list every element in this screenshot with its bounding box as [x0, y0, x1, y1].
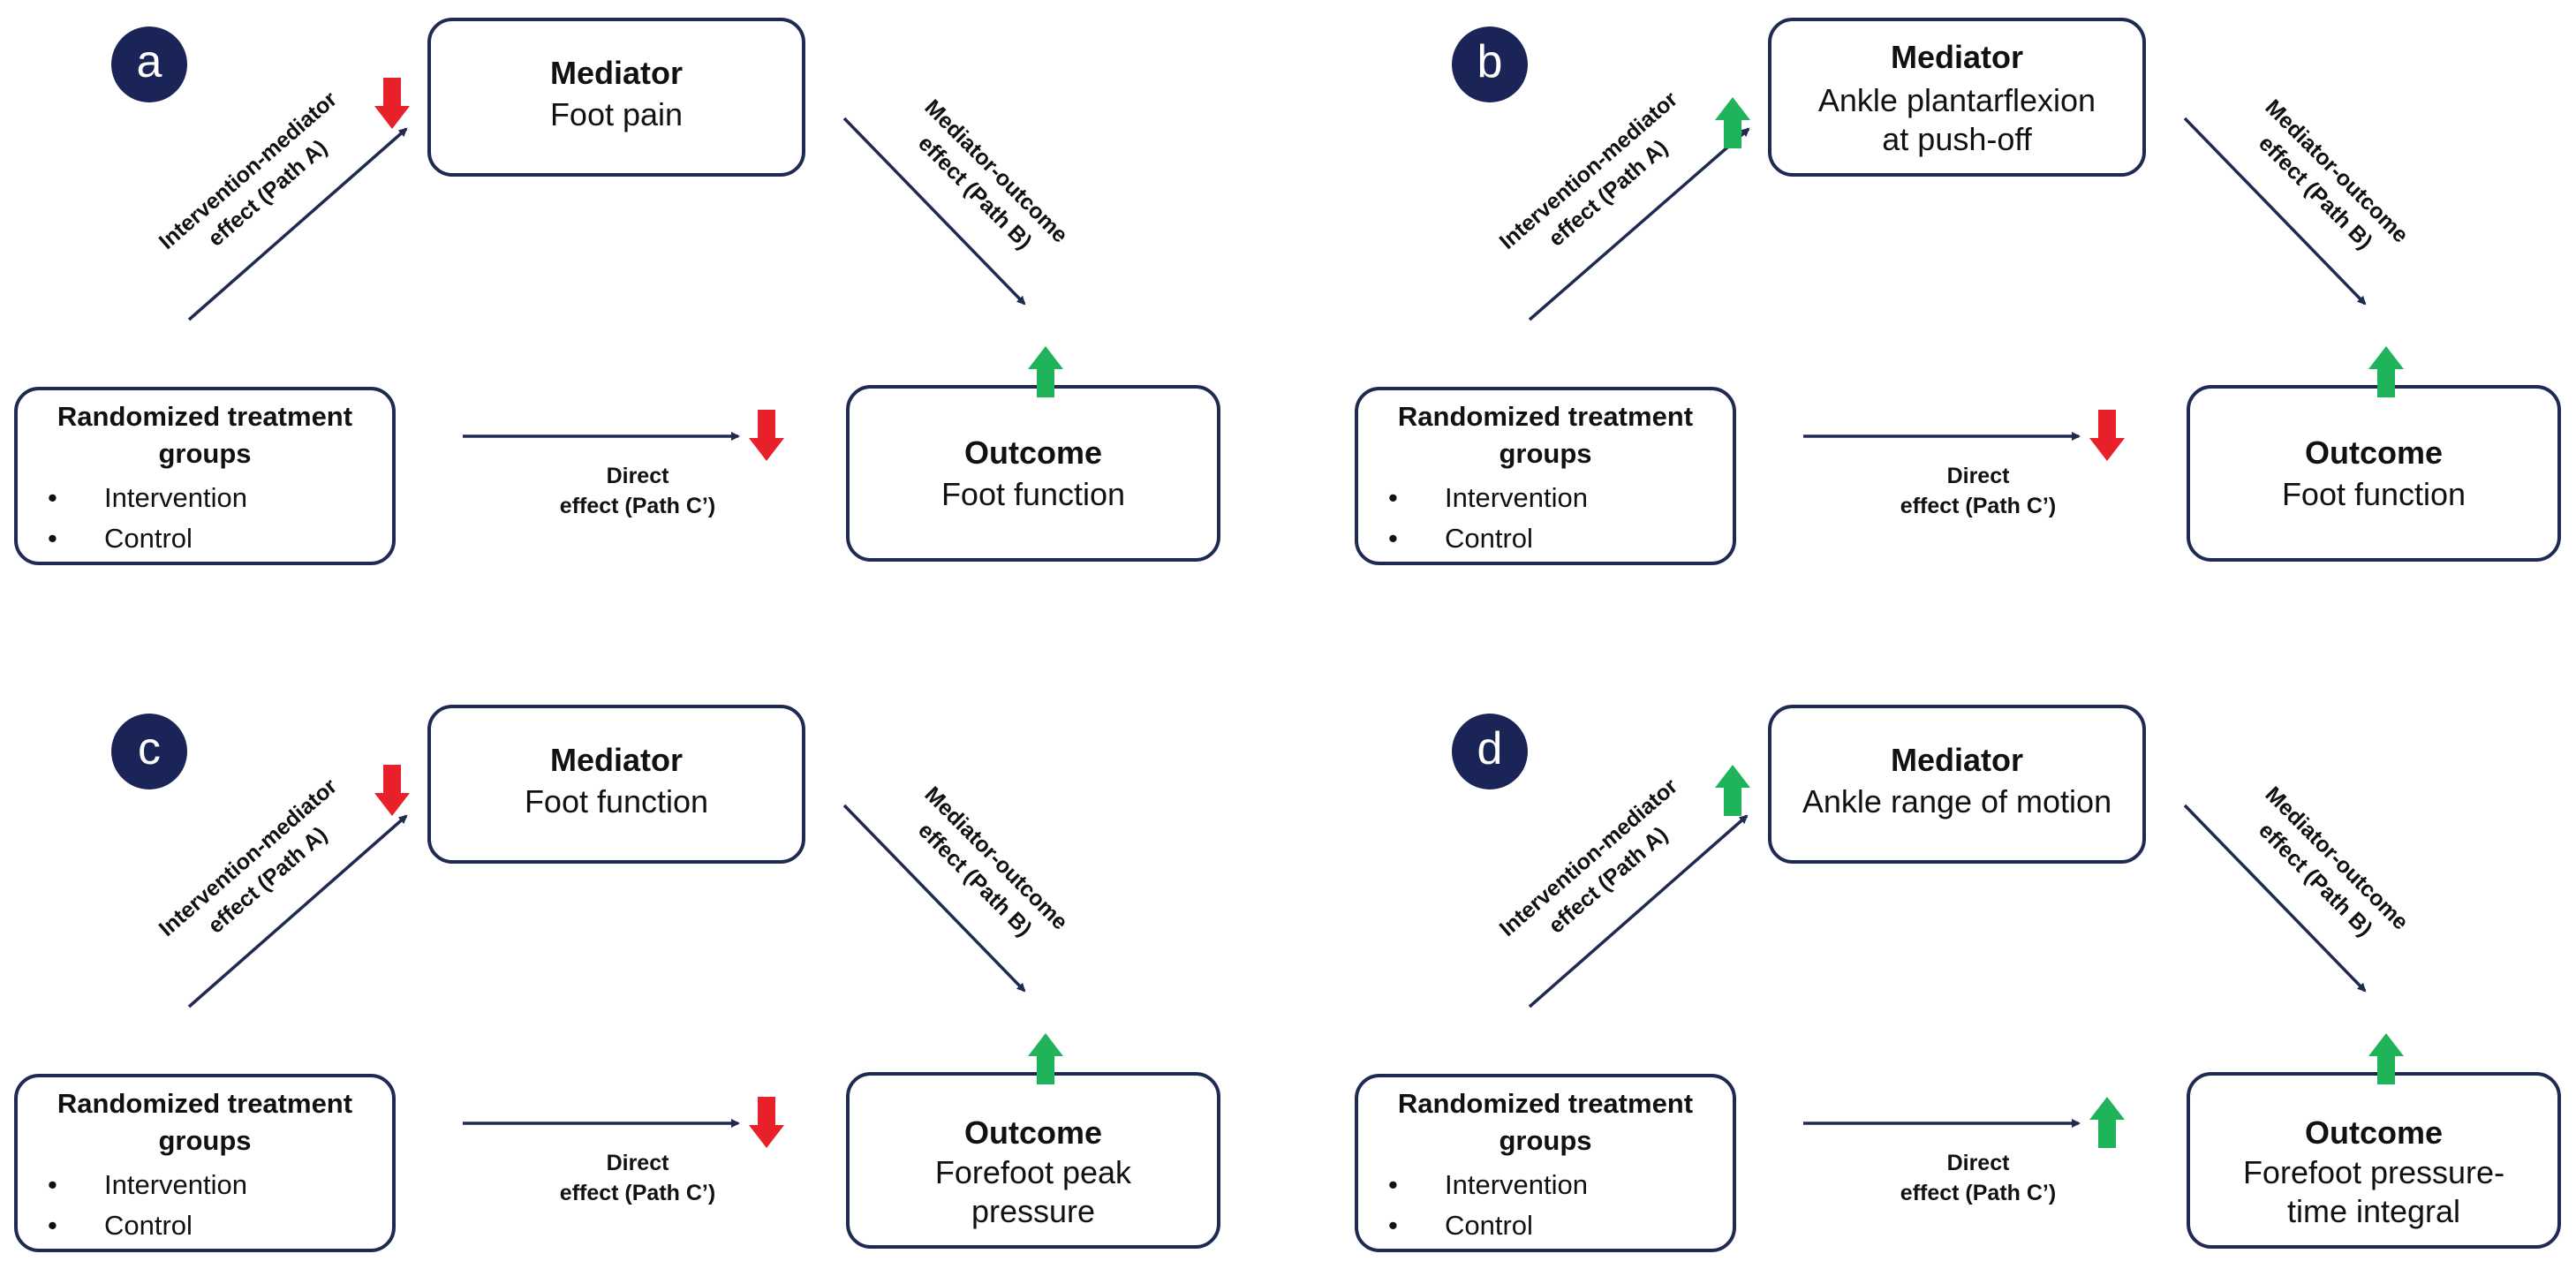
bullet-icon: •: [48, 1210, 57, 1241]
groups-title-line2: groups: [158, 438, 252, 469]
path-c-label-line2: effect (Path C’): [559, 494, 716, 518]
groups-title-line1: Randomized treatment: [57, 1088, 353, 1119]
group-item-label: Intervention: [104, 1169, 247, 1200]
groups-title-line1: Randomized treatment: [1397, 1088, 1694, 1119]
bullet-icon: •: [1388, 482, 1398, 513]
bullet-icon: •: [1388, 1210, 1398, 1241]
mediator-effect-up-arrow-icon: [1715, 765, 1750, 816]
mediator-title: Mediator: [1890, 39, 2023, 75]
groups-title-line2: groups: [1499, 1125, 1592, 1156]
panel-badge-d: d: [1452, 714, 1528, 789]
group-list-item: • Intervention: [1388, 1166, 1588, 1205]
groups-title-line1: Randomized treatment: [1397, 401, 1694, 432]
mediator-text: Ankle plantarflexion: [1817, 82, 2096, 118]
mediator-text: Ankle range of motion: [1802, 783, 2112, 819]
path-c-label-line1: Direct: [606, 464, 669, 488]
mediator-title: Mediator: [549, 55, 683, 91]
bullet-icon: •: [48, 482, 57, 513]
outcome-title: Outcome: [963, 434, 1103, 471]
outcome-text: time integral: [2286, 1193, 2461, 1229]
group-item-label: Intervention: [1445, 1169, 1588, 1200]
path-c-label-line1: Direct: [1946, 464, 2010, 488]
group-item-label: Control: [104, 523, 193, 554]
direct-effect-down-arrow-icon: [2089, 410, 2125, 461]
bullet-icon: •: [1388, 523, 1398, 554]
outcome-title: Outcome: [2304, 434, 2444, 471]
group-list-item: • Control: [48, 1206, 193, 1245]
outcome-text: Forefoot pressure-: [2242, 1154, 2505, 1190]
mediator-title: Mediator: [549, 742, 683, 778]
bullet-icon: •: [48, 1169, 57, 1200]
panel-badge-b: b: [1452, 26, 1528, 102]
direct-effect-down-arrow-icon: [749, 410, 784, 461]
path-c-label: Direct effect (Path C’): [560, 461, 715, 521]
mediator-text: Foot function: [524, 783, 709, 819]
group-list-item: • Control: [48, 519, 193, 558]
outcome-title: Outcome: [2304, 1114, 2444, 1151]
group-item-label: Intervention: [104, 482, 247, 513]
bullet-icon: •: [1388, 1169, 1398, 1200]
group-list-item: • Intervention: [1388, 479, 1588, 517]
outcome-text: Forefoot peak: [934, 1154, 1132, 1190]
direct-effect-down-arrow-icon: [749, 1097, 784, 1148]
bullet-icon: •: [48, 523, 57, 554]
path-c-label-line2: effect (Path C’): [559, 1181, 716, 1205]
group-list-item: • Control: [1388, 519, 1533, 558]
path-c-label-line1: Direct: [1946, 1151, 2010, 1175]
path-c-label-line2: effect (Path C’): [1900, 1181, 2057, 1205]
mediator-text: Foot pain: [549, 96, 684, 132]
path-c-label: Direct effect (Path C’): [1900, 461, 2056, 521]
group-list-item: • Intervention: [48, 479, 247, 517]
outcome-text: Foot function: [2281, 476, 2466, 512]
outcome-text: pressure: [971, 1193, 1096, 1229]
panel-badge-a: a: [111, 26, 187, 102]
groups-title-line2: groups: [158, 1125, 252, 1156]
mediator-title: Mediator: [1890, 742, 2023, 778]
mediator-effect-up-arrow-icon: [1715, 97, 1750, 148]
path-c-label-line2: effect (Path C’): [1900, 494, 2057, 518]
group-item-label: Control: [1445, 1210, 1533, 1241]
group-list-item: • Control: [1388, 1206, 1533, 1245]
groups-title-line1: Randomized treatment: [57, 401, 353, 432]
group-list-item: • Intervention: [48, 1166, 247, 1205]
outcome-title: Outcome: [963, 1114, 1103, 1151]
path-c-label: Direct effect (Path C’): [560, 1148, 715, 1208]
mediator-text: at push-off: [1882, 121, 2032, 157]
group-item-label: Control: [104, 1210, 193, 1241]
mediator-effect-down-arrow-icon: [374, 765, 410, 816]
path-c-label: Direct effect (Path C’): [1900, 1148, 2056, 1208]
group-item-label: Intervention: [1445, 482, 1588, 513]
panel-badge-c: c: [111, 714, 187, 789]
groups-title-line2: groups: [1499, 438, 1592, 469]
path-c-label-line1: Direct: [606, 1151, 669, 1175]
mediator-effect-down-arrow-icon: [374, 78, 410, 129]
group-item-label: Control: [1445, 523, 1533, 554]
direct-effect-up-arrow-icon: [2089, 1097, 2125, 1148]
outcome-text: Foot function: [941, 476, 1126, 512]
